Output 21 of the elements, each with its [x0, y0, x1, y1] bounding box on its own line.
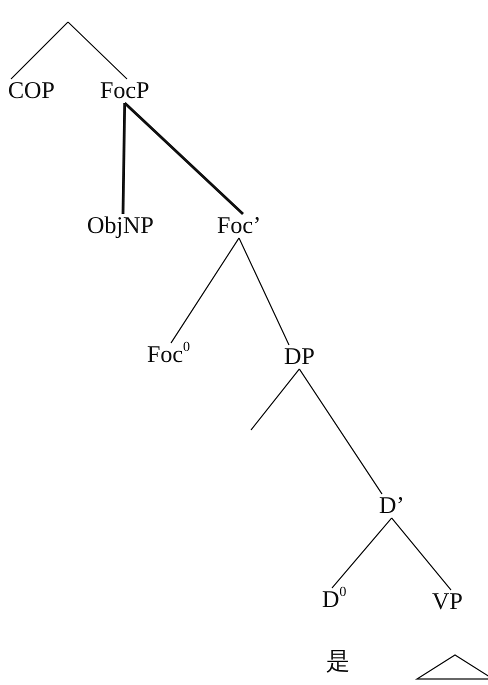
node-label: DP: [284, 345, 315, 369]
tree-branch: [332, 518, 392, 588]
tree-branch: [122, 102, 126, 214]
tree-branch: [170, 238, 240, 344]
word-label: 是: [326, 650, 350, 674]
node-label: ObjNP: [87, 214, 154, 238]
node-label: D$^{0}$: [322, 588, 346, 612]
node-label: D’: [379, 494, 404, 518]
tree-branch: [391, 518, 452, 590]
node-label: Foc$^{0}$: [147, 343, 190, 367]
tree-branch: [238, 238, 290, 346]
tree-branch: [250, 368, 300, 430]
tree-branch: [10, 22, 68, 80]
node-label: Foc’: [217, 214, 261, 238]
tree-branch: [68, 22, 128, 80]
node-label: FocP: [100, 79, 150, 103]
node-label: VP: [432, 590, 463, 614]
tree-branch: [124, 102, 244, 216]
triangle-shape: [416, 654, 488, 680]
node-label: COP: [8, 79, 55, 103]
tree-branch: [298, 368, 382, 494]
